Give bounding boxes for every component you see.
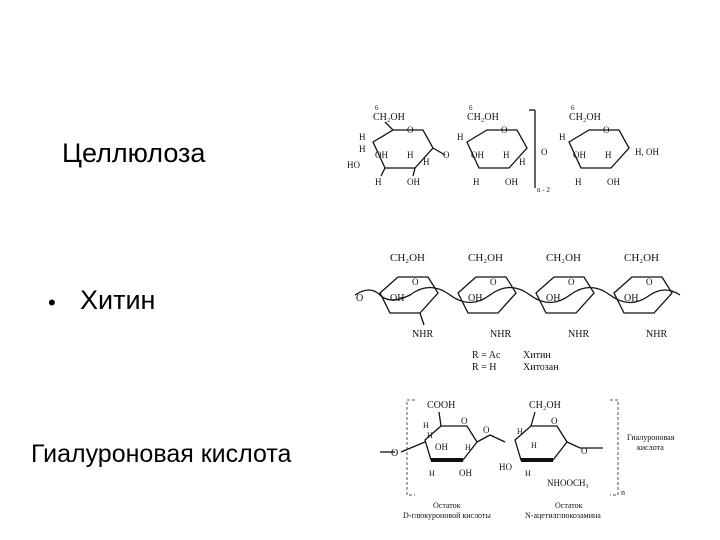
cellulose-ring-3: 6 CH₂OH O H OH H H OH [559,104,630,187]
svg-text:H: H [517,427,523,436]
chitin-legend-r-h: R = H [472,362,497,373]
svg-text:H: H [375,177,382,187]
chitin-ring-2: CH₂OH O OH NHR [457,252,517,340]
svg-text:6: 6 [571,104,575,112]
hyaluronic-acid-structure-diagram: n O COOH O H H OH H H OH O CH₂OH O H H H… [380,399,675,520]
chitin-ring-1: CH₂OH O OH NHR [379,252,439,340]
svg-text:O: O [391,448,398,459]
svg-text:OH: OH [390,293,404,304]
svg-text:6: 6 [469,104,473,112]
cellulose-end-group: H, OH [635,147,659,157]
svg-text:O: O [461,416,468,426]
svg-text:O: O [581,446,588,456]
svg-text:OH: OH [546,293,560,304]
hyaluronic-repeat: n [621,488,625,497]
svg-text:CH₂OH: CH₂OH [569,112,601,123]
svg-text:OH: OH [459,468,472,478]
svg-text:CH₂OH: CH₂OH [624,252,659,264]
cellulose-oxygen: O [407,125,414,135]
svg-text:O: O [501,125,508,135]
svg-text:NHR: NHR [490,329,511,340]
svg-text:H: H [429,469,435,478]
chitin-legend-chitin: Хитин [523,350,551,361]
svg-text:COOH: COOH [427,400,455,411]
chitin-ring-3: CH₂OH O OH NHR [535,252,595,340]
svg-text:O: O [646,277,653,287]
svg-text:H: H [575,177,582,187]
residue1-line2: D-глюкуроновой кислоты [403,511,491,520]
svg-text:H: H [359,144,366,154]
cellulose-ring-2: 6 CH₂OH O H OH H H H OH [457,104,528,187]
svg-text:H: H [473,177,480,187]
svg-text:OH: OH [468,293,482,304]
cellulose-label: Целлюлоза [62,138,206,168]
cellulose-ch2oh: CH₂OH [373,112,405,123]
residue2-line1: Остаток [555,501,583,510]
chitin-bullet: • [48,290,56,315]
svg-text:CH₂OH: CH₂OH [467,112,499,123]
svg-text:H: H [423,421,429,430]
svg-text:O: O [551,416,558,426]
hyaluronic-side-label-2: кислота [637,443,664,452]
svg-text:H: H [465,443,471,452]
svg-text:H: H [423,157,430,167]
cellulose-repeat: n - 2 [537,186,550,194]
cellulose-c6: 6 [375,104,379,112]
svg-text:O: O [603,125,610,135]
svg-text:O: O [443,150,450,160]
residue1-line1: Остаток [433,501,461,510]
svg-text:H: H [503,150,510,160]
svg-text:H: H [531,441,537,450]
hyaluronic-side-label-1: Гиалуроновая [627,433,675,442]
svg-text:H: H [525,469,531,478]
svg-text:CH₂OH: CH₂OH [390,252,425,264]
cellulose-structure-diagram: 6 CH₂OH O H H HO OH H H H OH O 6 CH₂OH O… [347,104,659,194]
svg-text:HO: HO [499,462,512,472]
svg-text:O: O [412,277,419,287]
svg-text:H: H [519,157,526,167]
svg-text:NHR: NHR [412,329,433,340]
hyaluronic-ring-1: COOH O H H OH H H OH [423,400,478,478]
chitin-structure-diagram: CH₂OH O OH NHR O CH₂OH O OH NHR CH₂OH O … [354,252,681,373]
svg-text:CH₂OH: CH₂OH [468,252,503,264]
svg-text:OH: OH [505,177,518,187]
svg-text:OH: OH [435,442,448,452]
residue2-line2: N-ацетилглюкозамина [525,511,601,520]
svg-text:O: O [356,293,363,304]
svg-text:OH: OH [375,150,388,160]
svg-text:H: H [359,132,366,142]
svg-text:CH₂OH: CH₂OH [546,252,581,264]
svg-text:HO: HO [347,160,360,170]
svg-text:OH: OH [471,150,484,160]
svg-text:H: H [605,150,612,160]
chitin-ring-4: CH₂OH O OH NHR [613,252,673,340]
svg-text:NHR: NHR [646,329,667,340]
svg-text:H: H [427,431,433,440]
svg-text:O: O [483,425,490,435]
svg-text:H: H [407,150,414,160]
svg-text:NHR: NHR [568,329,589,340]
svg-text:O: O [490,277,497,287]
hyaluronic-ring-2: CH₂OH O H H HO H NHOOCH₃ [499,400,589,488]
svg-text:O: O [568,277,575,287]
svg-text:OH: OH [407,177,420,187]
hyaluronic-acid-label: Гиалуроновая кислота [31,440,292,468]
chitin-legend-chitosan: Хитозан [523,362,559,373]
svg-text:OH: OH [607,177,620,187]
chitin-label: Хитин [80,285,156,315]
svg-text:NHOOCH₃: NHOOCH₃ [547,478,589,488]
svg-text:O: O [541,147,548,157]
svg-text:CH₂OH: CH₂OH [529,400,561,411]
chitin-legend-r-ac: R = Ac [472,350,501,361]
svg-text:OH: OH [573,150,586,160]
cellulose-ring-1: 6 CH₂OH O H H HO OH H H H OH [347,104,434,187]
svg-text:H: H [559,132,566,142]
svg-text:H: H [457,132,464,142]
svg-text:OH: OH [624,293,638,304]
